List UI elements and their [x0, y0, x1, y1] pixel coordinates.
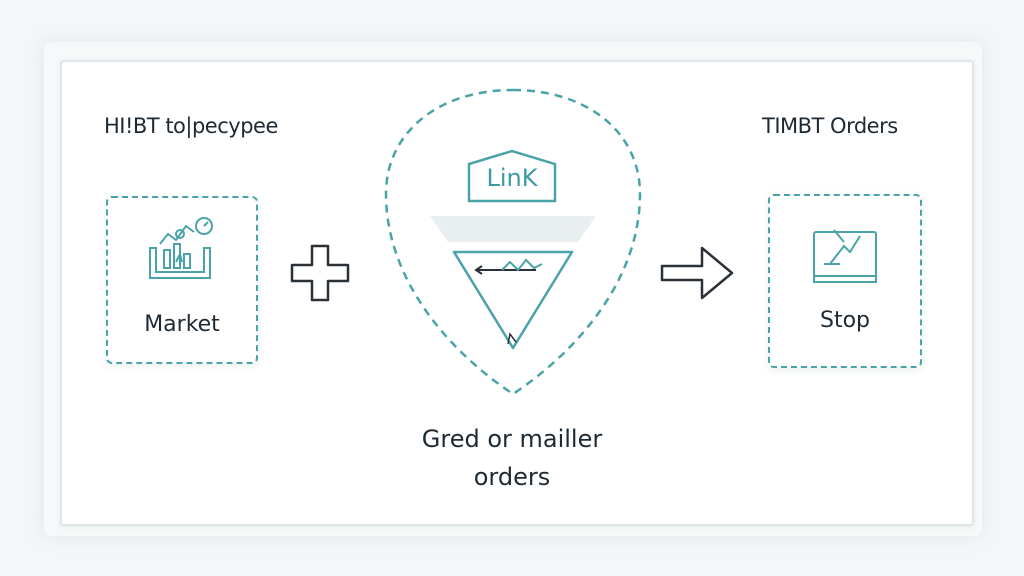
right-heading: TIMBT Orders — [762, 114, 898, 138]
center-caption-line-1: Gred or mailler — [421, 425, 603, 453]
link-badge-icon — [467, 149, 557, 203]
left-heading: HI!BT to|pecypee — [104, 114, 278, 138]
stop-node: Stop — [768, 194, 922, 368]
market-chart-icon — [149, 217, 213, 279]
market-node: Market — [106, 196, 258, 364]
stop-order-icon — [813, 229, 877, 283]
arrow-right-icon — [660, 246, 734, 300]
plus-icon — [290, 244, 350, 302]
funnel-icon — [452, 250, 574, 350]
center-caption: Gred or mailler orders — [380, 420, 644, 496]
link-badge-label: LinK — [486, 164, 538, 192]
stop-label: Stop — [819, 308, 870, 333]
center-caption-line-2: orders — [473, 463, 551, 491]
link-shield-node — [384, 88, 642, 396]
market-label: Market — [144, 312, 220, 337]
